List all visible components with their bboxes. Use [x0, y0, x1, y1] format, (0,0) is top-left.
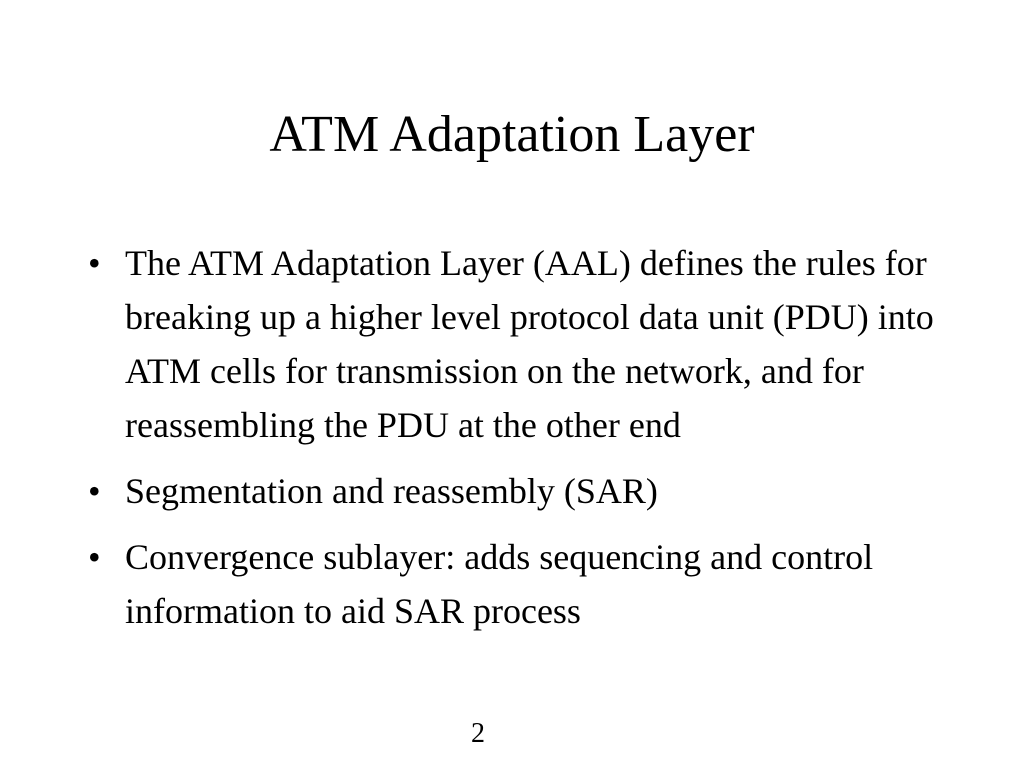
- slide-title: ATM Adaptation Layer: [269, 106, 755, 163]
- bullet-item-aal-definition: • The ATM Adaptation Layer (AAL) defines…: [88, 236, 958, 452]
- bullet-item-convergence-sublayer: • Convergence sublayer: adds sequencing …: [88, 530, 958, 638]
- bullet-text: The ATM Adaptation Layer (AAL) defines t…: [125, 243, 934, 445]
- slide-number: 2: [471, 718, 485, 749]
- bullet-list: • The ATM Adaptation Layer (AAL) defines…: [88, 236, 958, 650]
- bullet-icon: •: [88, 471, 101, 511]
- bullet-icon: •: [88, 537, 101, 577]
- bullet-text: Segmentation and reassembly (SAR): [125, 471, 658, 511]
- bullet-icon: •: [88, 243, 101, 283]
- bullet-text: Convergence sublayer: adds sequencing an…: [125, 537, 874, 631]
- bullet-item-sar: • Segmentation and reassembly (SAR): [88, 464, 958, 518]
